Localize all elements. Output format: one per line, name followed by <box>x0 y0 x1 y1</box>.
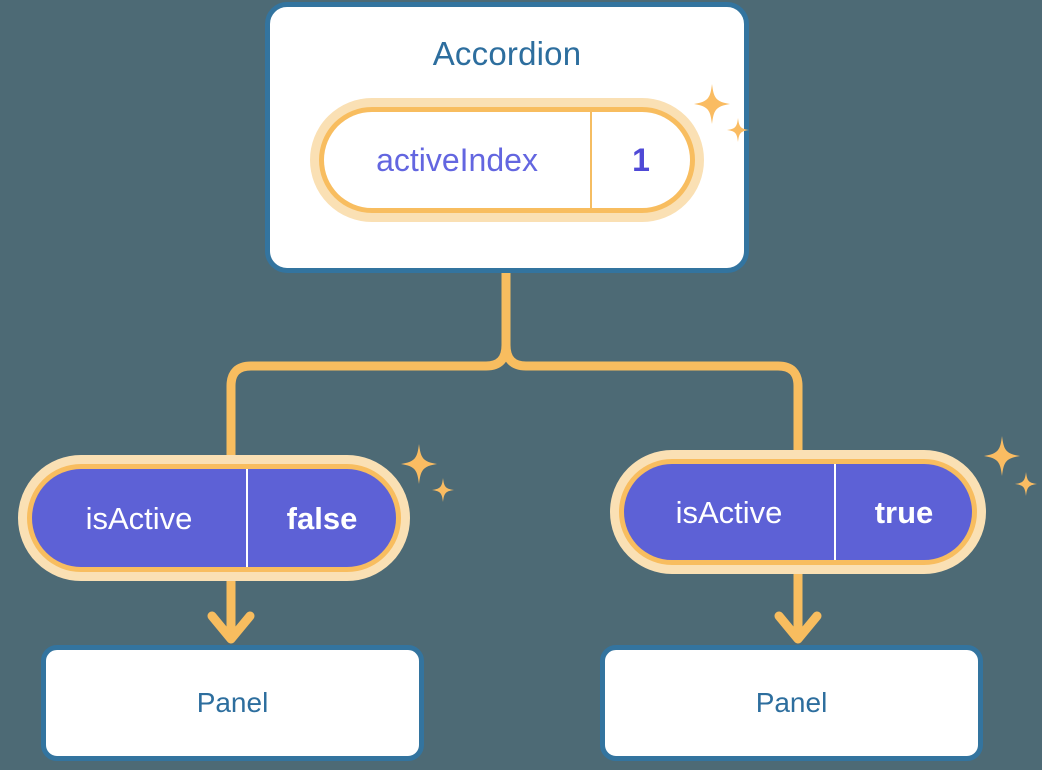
connector-branch-left <box>226 344 511 455</box>
sparkles-icon-glyph <box>984 436 1037 496</box>
prop-pill-is-active-true[interactable]: isActive true <box>610 450 986 574</box>
prop-pill-key: isActive <box>624 464 836 560</box>
arrow-right-head-icon <box>774 611 822 644</box>
prop-pill-key: isActive <box>32 469 248 567</box>
prop-pill-value: true <box>874 494 934 530</box>
sparkles-icon <box>980 432 1042 504</box>
prop-pill-is-active-false[interactable]: isActive false <box>18 455 410 581</box>
state-pill-key: activeIndex <box>324 112 592 208</box>
prop-pill-inner: isActive false <box>32 469 396 567</box>
prop-pill-value: false <box>286 500 358 536</box>
panel-title: Panel <box>196 687 269 718</box>
panel-card-left[interactable]: Panel <box>41 645 424 761</box>
state-pill-value: 1 <box>632 142 650 178</box>
connector-branch-right <box>501 344 803 450</box>
panel-card-right[interactable]: Panel <box>600 645 983 761</box>
state-pill-active-index[interactable]: activeIndex 1 <box>310 98 704 222</box>
arrow-left-head-icon <box>207 611 255 644</box>
panel-title: Panel <box>755 687 828 718</box>
prop-pill-inner: isActive true <box>624 464 972 560</box>
accordion-title: Accordion <box>432 35 582 72</box>
state-pill-inner: activeIndex 1 <box>324 112 690 208</box>
